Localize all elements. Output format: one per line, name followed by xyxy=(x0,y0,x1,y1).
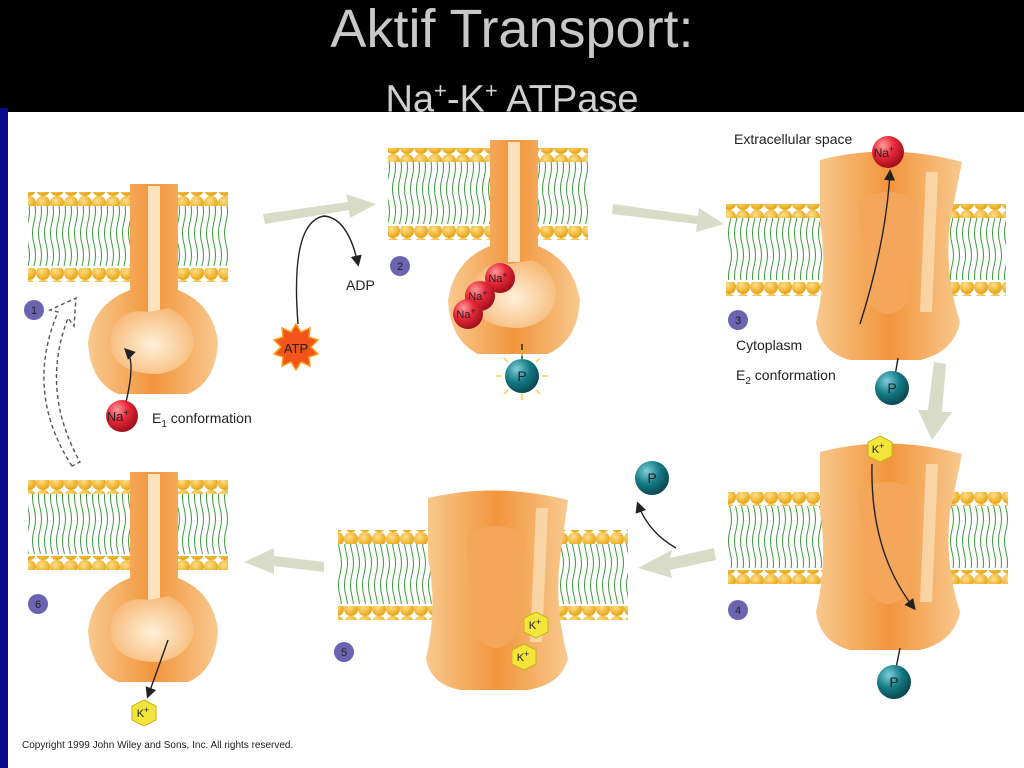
na-charge: + xyxy=(502,270,507,280)
atp-to-adp-arrow xyxy=(295,215,362,325)
step-badge-1: 1 xyxy=(24,300,44,320)
phosphate-step-2: P xyxy=(496,350,548,400)
na-ion-step-2-c: Na+ xyxy=(453,299,483,329)
svg-text:1: 1 xyxy=(31,305,37,317)
arrow-step-5-to-6 xyxy=(244,548,324,574)
p-release-arrow xyxy=(635,501,677,549)
na-exit-arrow xyxy=(859,169,896,325)
pump-protein-step-5 xyxy=(426,490,568,690)
k-symbol: K xyxy=(517,652,525,664)
svg-text:5: 5 xyxy=(341,647,347,659)
svg-text:K+: K+ xyxy=(517,649,530,664)
subtitle-plus-1: + xyxy=(434,78,447,103)
k-ion-step-5-b: K+ xyxy=(511,643,537,671)
p-label: P xyxy=(889,674,898,690)
k-ion-step-5-a: K+ xyxy=(523,611,549,639)
na-k-atpase-cycle-diagram: ATP Na+ Na+ Na+ Na+ Na+ P P P xyxy=(22,131,1008,751)
copyright-notice: Copyright 1999 John Wiley and Sons, Inc.… xyxy=(22,740,293,751)
atp-label: ATP xyxy=(284,341,308,356)
membrane-step-1 xyxy=(28,192,228,282)
k-charge: + xyxy=(144,705,149,715)
svg-text:Na+: Na+ xyxy=(874,144,895,160)
phosphate-step-3: P xyxy=(875,371,909,405)
arrow-step-1-to-2 xyxy=(263,194,376,224)
svg-text:4: 4 xyxy=(735,605,741,617)
na-ion-step-1: Na+ xyxy=(106,400,138,432)
process-arrows xyxy=(244,194,952,578)
step-badge-4: 4 xyxy=(728,600,748,620)
arrow-step-2-to-3 xyxy=(612,204,724,232)
step-badge-2: 2 xyxy=(390,256,410,276)
na-charge: + xyxy=(123,408,129,419)
na-symbol: Na xyxy=(874,146,890,160)
extracellular-space-label: Extracellular space xyxy=(734,131,852,147)
svg-text:K+: K+ xyxy=(137,705,150,720)
e1-conformation-label: E1 conformation xyxy=(152,410,252,430)
slide-title: Aktif Transport: xyxy=(330,0,694,59)
e2-conformation-label: E2 conformation xyxy=(736,367,836,387)
k-release-arrow xyxy=(145,639,169,699)
svg-text:Na+: Na+ xyxy=(488,270,507,285)
na-charge: + xyxy=(482,288,487,298)
k-charge: + xyxy=(536,617,541,627)
k-charge: + xyxy=(524,649,529,659)
na-symbol: Na xyxy=(107,409,124,424)
k-symbol: K xyxy=(529,620,537,632)
svg-text:6: 6 xyxy=(35,599,41,611)
phosphate-step-4: P xyxy=(877,665,911,699)
phosphate-released: P xyxy=(635,461,669,495)
adp-label: ADP xyxy=(346,277,375,293)
k-charge: + xyxy=(879,441,884,451)
arrow-step-6-to-1 xyxy=(43,296,81,467)
p-label: P xyxy=(887,380,896,396)
pump-protein-step-3 xyxy=(816,151,962,360)
k-symbol: K xyxy=(872,444,880,456)
pump-protein-step-4 xyxy=(816,443,962,650)
svg-text:3: 3 xyxy=(735,315,741,327)
p-label: P xyxy=(517,368,526,384)
na-ion-step-3: Na+ xyxy=(872,136,904,168)
na-symbol: Na xyxy=(456,309,471,321)
arrow-step-4-to-5 xyxy=(638,548,716,578)
k-ion-step-4: K+ xyxy=(867,435,893,463)
svg-text:K+: K+ xyxy=(529,617,542,632)
pump-protein-step-6 xyxy=(88,472,218,682)
na-charge: + xyxy=(889,144,894,154)
na-charge: + xyxy=(470,306,475,316)
p-label: P xyxy=(647,470,656,486)
step-badge-5: 5 xyxy=(334,642,354,662)
membrane-step-6 xyxy=(28,480,228,570)
na-entry-arrow xyxy=(124,348,136,403)
subtitle-plus-2: + xyxy=(484,78,498,103)
na-ion-step-2-a: Na+ xyxy=(485,263,515,293)
arrow-step-3-to-4 xyxy=(918,362,952,440)
step-badge-3: 3 xyxy=(728,310,748,330)
svg-text:K+: K+ xyxy=(872,441,885,456)
atp-starburst: ATP xyxy=(272,322,320,372)
cytoplasm-label: Cytoplasm xyxy=(736,337,802,353)
k-ion-step-6: K+ xyxy=(131,699,157,727)
slide-header: Aktif Transport: Na+-K+ ATPase xyxy=(0,0,1024,121)
svg-text:Na+: Na+ xyxy=(107,408,130,424)
membrane-step-2 xyxy=(388,148,588,240)
k-entry-arrow xyxy=(871,463,916,611)
slide-edge-strip xyxy=(0,108,8,768)
svg-text:Na+: Na+ xyxy=(456,306,475,321)
k-symbol: K xyxy=(137,708,145,720)
svg-text:2: 2 xyxy=(397,261,403,273)
na-symbol: Na xyxy=(488,273,503,285)
diagram-panel: ATP Na+ Na+ Na+ Na+ Na+ P P P xyxy=(8,112,1024,768)
step-badge-6: 6 xyxy=(28,594,48,614)
p-link-step-4 xyxy=(895,647,901,669)
